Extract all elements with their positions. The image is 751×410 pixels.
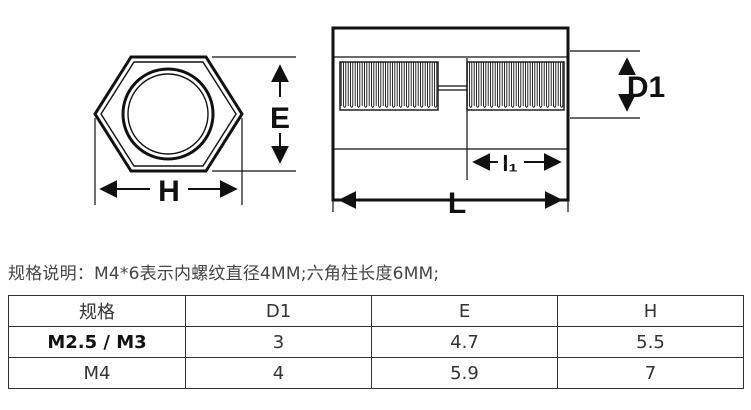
table-row: M4 4 5.9 7 <box>8 357 744 389</box>
header-d1: D1 <box>185 295 372 327</box>
hex-bore-circle <box>121 67 215 161</box>
label-e: E <box>270 102 290 135</box>
label-l: L <box>448 187 466 220</box>
header-e: E <box>371 295 558 327</box>
spec-note: 规格说明：M4*6表示内螺纹直径4MM;六角柱长度6MM; <box>8 264 440 284</box>
table-header-row: 规格 D1 E H <box>8 295 744 327</box>
dimension-l: L <box>332 187 569 220</box>
table-row: M2.5 / M3 3 4.7 5.5 <box>8 326 744 358</box>
dimension-e: E <box>212 56 296 172</box>
cell-h: 7 <box>557 357 744 389</box>
cell-spec: M4 <box>8 357 186 389</box>
dimension-d1: D1 <box>570 50 665 119</box>
hex-end-view <box>93 55 244 173</box>
standoff-dimension-drawing: E H D1 l₁ <box>93 26 665 220</box>
cell-e: 4.7 <box>371 326 558 358</box>
header-h: H <box>557 295 744 327</box>
right-thread <box>466 61 565 111</box>
header-spec: 规格 <box>8 295 186 327</box>
spec-table: 规格 D1 E H M2.5 / M3 3 4.7 5.5 M4 4 5.9 7 <box>8 295 744 389</box>
cell-d1: 3 <box>185 326 372 358</box>
hex-inner-chamfer <box>100 61 237 167</box>
dimension-l1: l₁ <box>472 151 562 176</box>
left-thread <box>339 61 439 111</box>
dimension-h: H <box>94 118 243 208</box>
cell-spec: M2.5 / M3 <box>8 326 186 358</box>
cell-e: 5.9 <box>371 357 558 389</box>
label-l1: l₁ <box>502 151 517 176</box>
standoff-body <box>331 26 570 202</box>
standoff-side-view <box>331 26 570 202</box>
label-h: H <box>158 175 180 208</box>
label-d1: D1 <box>627 71 665 104</box>
hex-bore-inner-circle <box>127 73 209 155</box>
cell-d1: 4 <box>185 357 372 389</box>
cell-h: 5.5 <box>557 326 744 358</box>
